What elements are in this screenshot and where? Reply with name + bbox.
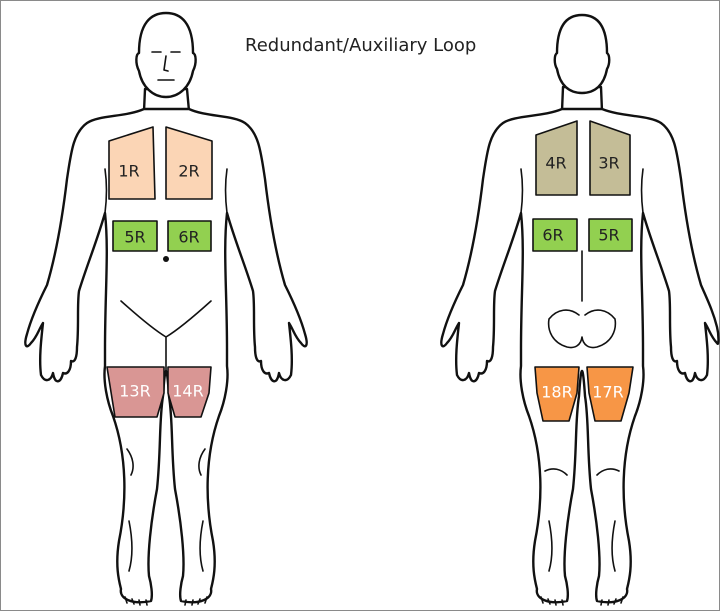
pad-label: 14R — [172, 382, 203, 401]
pad-label: 5R — [598, 226, 619, 245]
back-pad-5R: 5R — [589, 219, 632, 251]
back-body — [441, 109, 718, 602]
pad-label: 18R — [541, 383, 572, 402]
front-head — [136, 13, 195, 97]
back-pad-4R: 4R — [536, 121, 577, 195]
pad-label: 3R — [598, 154, 619, 173]
pad-label: 13R — [119, 382, 150, 401]
pad-label: 17R — [592, 383, 623, 402]
front-figure: 1R 2R 5R 6R 13R 14R — [25, 13, 306, 605]
front-navel — [163, 256, 169, 262]
back-head — [555, 15, 610, 93]
back-pad-3R: 3R — [590, 121, 630, 195]
back-pad-6R: 6R — [533, 219, 577, 251]
pad-label: 2R — [178, 162, 199, 181]
back-figure: 4R 3R 6R 5R 18R 17R — [441, 15, 718, 605]
front-pad-6R: 6R — [168, 221, 211, 251]
front-pad-5R: 5R — [113, 221, 157, 251]
front-pad-13R: 13R — [107, 367, 164, 417]
pad-label: 5R — [124, 228, 145, 247]
pad-label: 1R — [118, 162, 139, 181]
pad-label: 4R — [545, 154, 566, 173]
pad-label: 6R — [178, 228, 199, 247]
pad-label: 6R — [542, 226, 563, 245]
